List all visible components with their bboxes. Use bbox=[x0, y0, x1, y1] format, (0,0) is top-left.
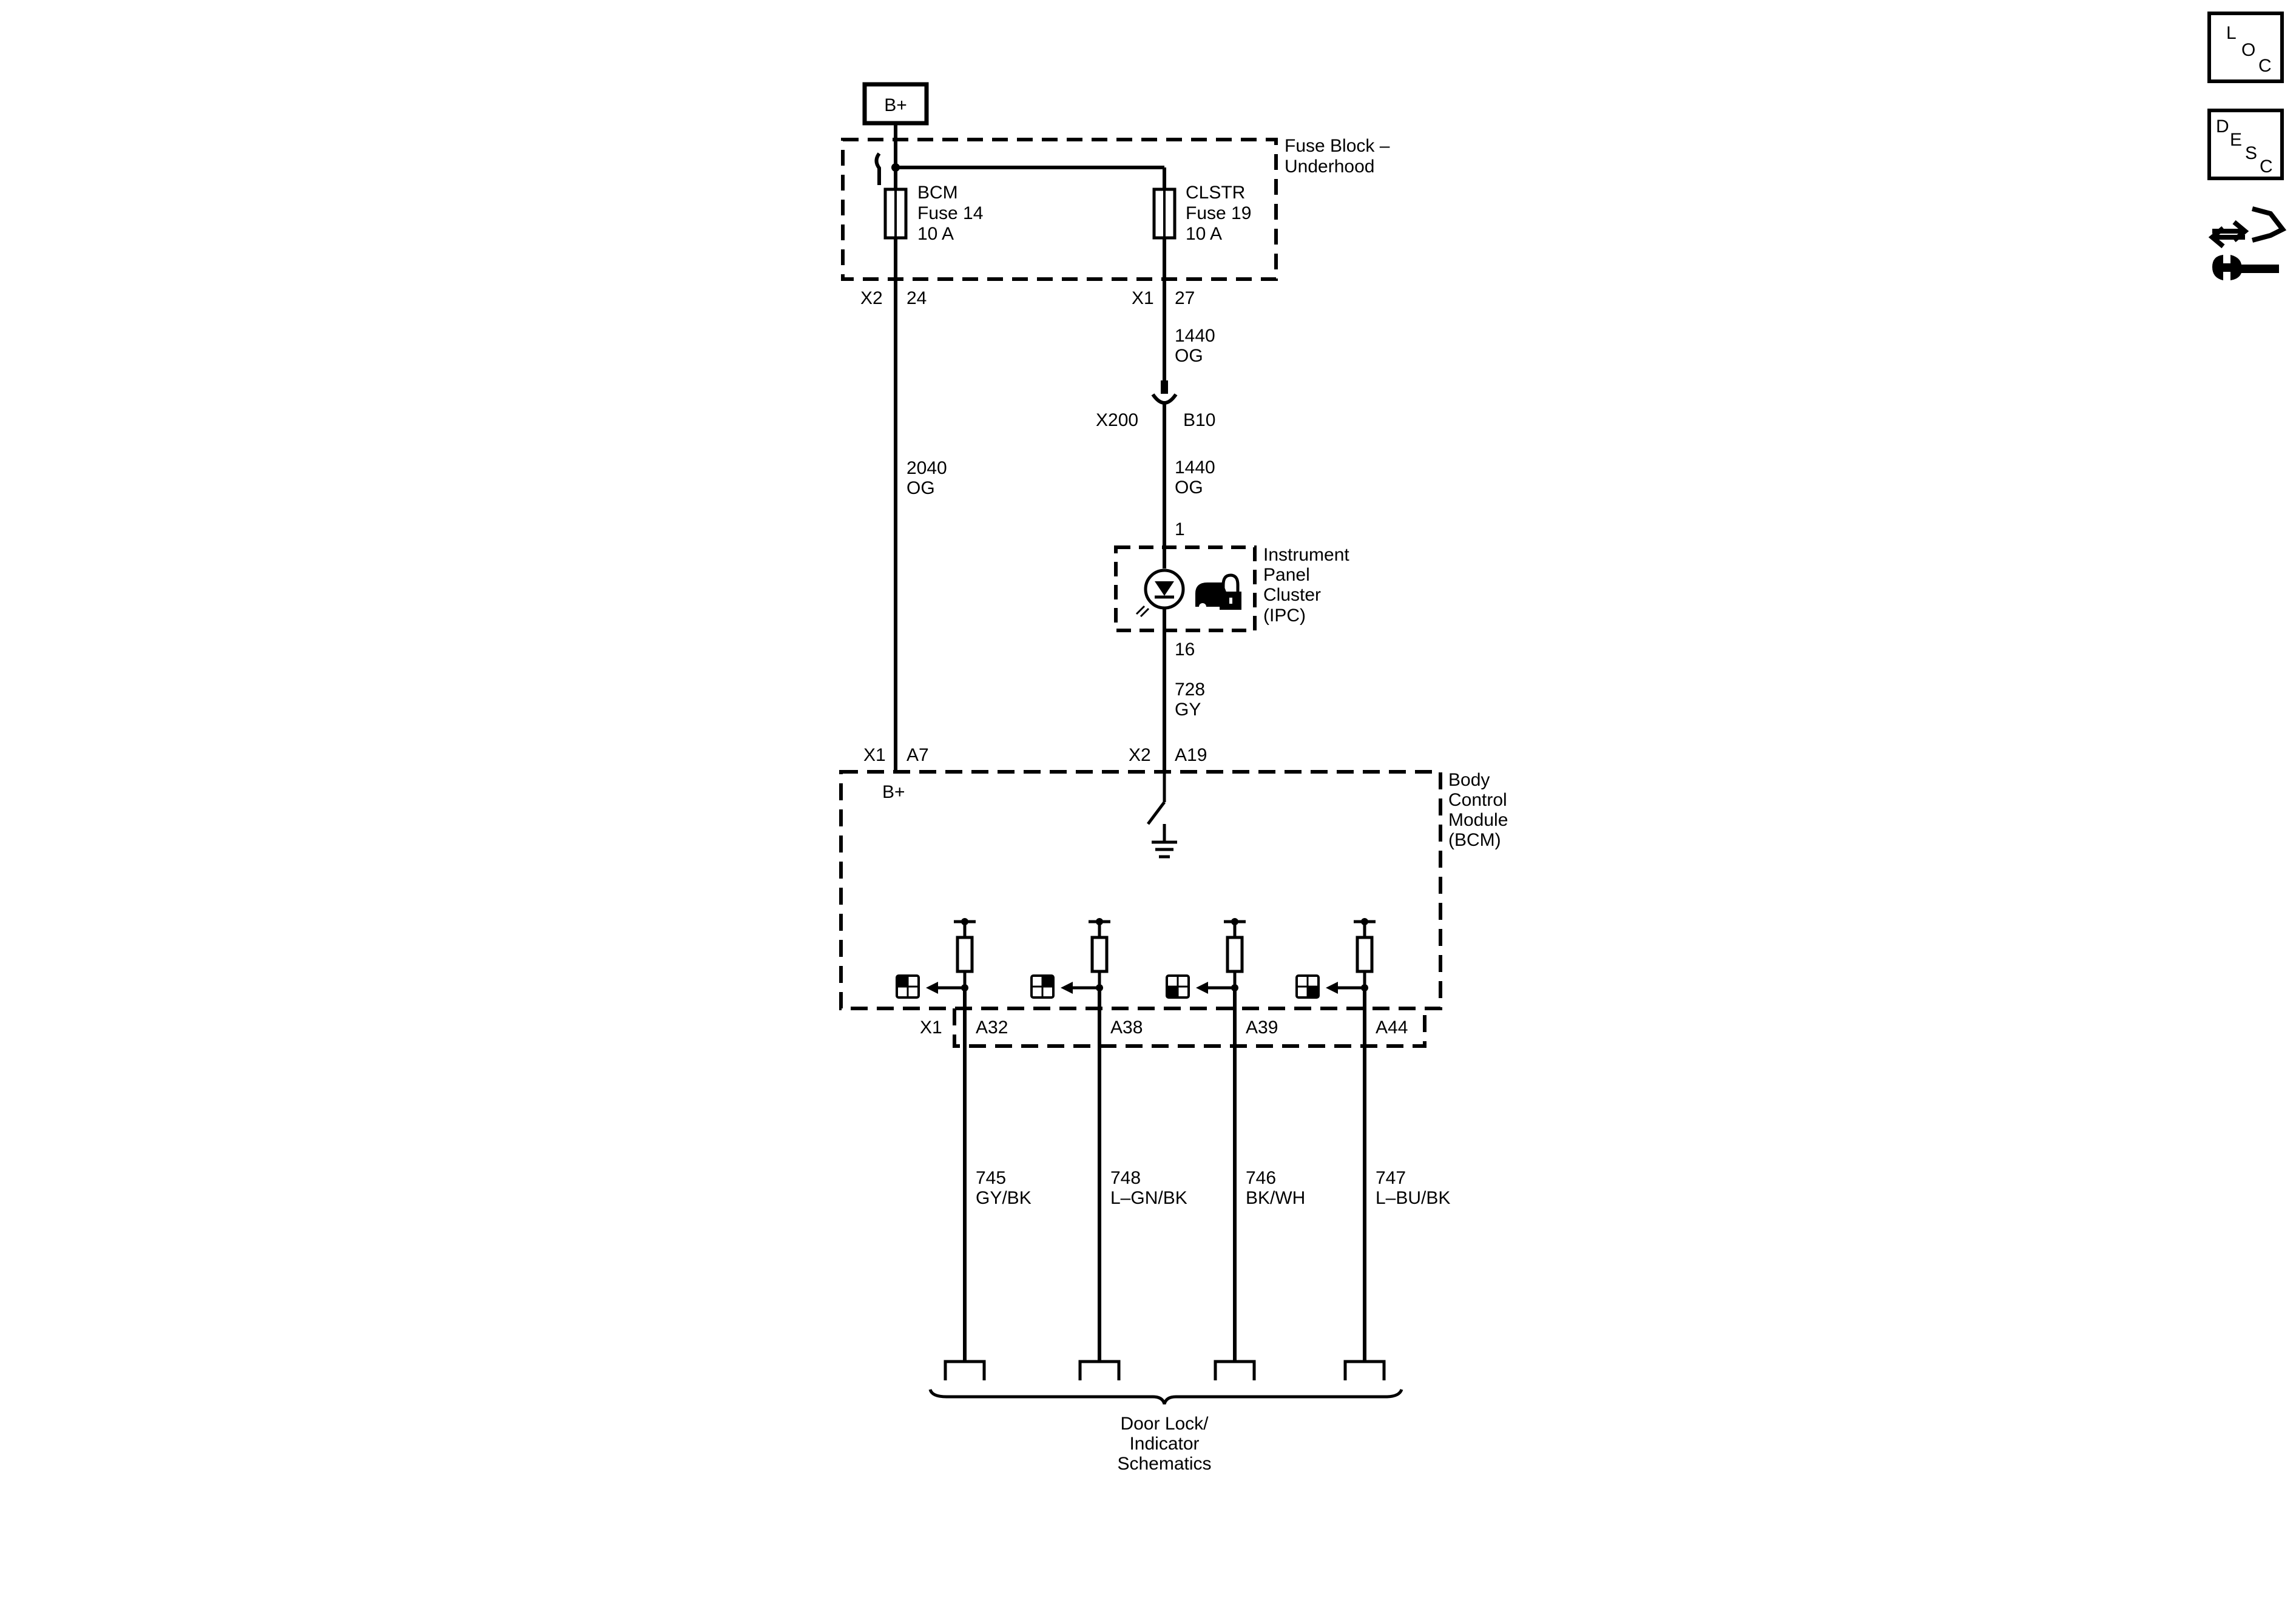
instrument-panel-cluster: Instrument Panel Cluster (IPC) bbox=[1114, 545, 1349, 632]
fuse-clstr-rating: 10 A bbox=[1186, 224, 1222, 244]
loc-letter-l: L bbox=[2226, 23, 2237, 43]
fuse-bcm-number: Fuse 14 bbox=[917, 203, 983, 223]
location-button[interactable]: L O C bbox=[2207, 12, 2284, 83]
bcm-bplus-pin: A7 bbox=[907, 745, 929, 765]
bcm-switch-to-ground bbox=[1147, 772, 1166, 842]
diagnostic-connector-wrench-icon[interactable] bbox=[2208, 206, 2287, 280]
wire-1440-lower-circuit: 1440 bbox=[1175, 457, 1215, 478]
fuse-clstr-number: Fuse 19 bbox=[1186, 203, 1251, 223]
fuse-clstr-pin: 27 bbox=[1175, 288, 1195, 308]
terminal-connector bbox=[1078, 1360, 1121, 1380]
module-state-icon bbox=[896, 974, 920, 999]
desc-letter-d: D bbox=[2216, 116, 2229, 137]
destination-bracket: Door Lock/ Indicator Schematics bbox=[928, 1388, 1403, 1474]
output-circuit-label: 745 bbox=[976, 1168, 1006, 1188]
wire-2040-color: OG bbox=[907, 478, 935, 498]
output-pin-label: A32 bbox=[976, 1018, 1008, 1038]
bcm-switch-pin: A19 bbox=[1175, 745, 1207, 765]
destination-line-3: Schematics bbox=[1117, 1454, 1211, 1474]
output-pin-label: A38 bbox=[1110, 1018, 1143, 1038]
desc-letter-s: S bbox=[2245, 143, 2257, 163]
ipc-pin-in: 1 bbox=[1175, 519, 1185, 539]
led-indicator-icon bbox=[1135, 569, 1185, 618]
output-pin-label: A44 bbox=[1376, 1018, 1408, 1038]
output-color-label: BK/WH bbox=[1246, 1188, 1305, 1208]
module-state-icon bbox=[1030, 974, 1055, 999]
wire-1440-upper-color: OG bbox=[1175, 346, 1203, 366]
inline-connector-x200: X200 B10 bbox=[1096, 380, 1215, 430]
bcm-name-2: Control bbox=[1448, 790, 1507, 810]
x200-name: X200 bbox=[1096, 410, 1138, 430]
module-state-icon bbox=[1166, 974, 1190, 999]
bcm-name-3: Module bbox=[1448, 810, 1508, 830]
fuse-clstr-name: CLSTR bbox=[1186, 183, 1245, 203]
body-control-module: Body Control Module (BCM) B+ bbox=[839, 770, 1508, 1048]
ipc-pin-out: 16 bbox=[1175, 640, 1195, 660]
power-source-label: B+ bbox=[884, 95, 907, 115]
bcm-switch-connector: X2 bbox=[1129, 745, 1151, 765]
bcm-bplus-label: B+ bbox=[882, 782, 905, 802]
output-circuit-label: 747 bbox=[1376, 1168, 1406, 1188]
output-color-label: L–BU/BK bbox=[1376, 1188, 1450, 1208]
wire-2040-circuit: 2040 bbox=[907, 458, 947, 478]
wire-728-color: GY bbox=[1175, 700, 1201, 720]
terminal-connector bbox=[1343, 1360, 1386, 1380]
loc-letter-c: C bbox=[2258, 56, 2272, 76]
fuse-bcm: BCM Fuse 14 10 A bbox=[883, 183, 983, 244]
desc-letter-e: E bbox=[2230, 130, 2242, 150]
ipc-name-2: Panel bbox=[1263, 565, 1310, 585]
fuse-bcm-connector: X2 bbox=[860, 288, 883, 308]
bcm-output-connector: X1 bbox=[920, 1018, 942, 1038]
battery-power-source: B+ bbox=[862, 82, 929, 126]
fuse-bcm-rating: 10 A bbox=[917, 224, 954, 244]
wire-1440-lower-color: OG bbox=[1175, 478, 1203, 498]
output-circuit-label: 746 bbox=[1246, 1168, 1276, 1188]
fuse-block-name-2: Underhood bbox=[1285, 157, 1374, 177]
x200-pin: B10 bbox=[1183, 410, 1215, 430]
splice-dot bbox=[891, 163, 900, 172]
ground-icon bbox=[1152, 832, 1177, 859]
loc-letter-o: O bbox=[2241, 40, 2255, 60]
module-state-icon bbox=[1295, 974, 1320, 999]
output-color-label: GY/BK bbox=[976, 1188, 1032, 1208]
fuse-clstr: CLSTR Fuse 19 10 A bbox=[1152, 183, 1251, 244]
description-button[interactable]: D E S C bbox=[2207, 109, 2284, 180]
fuse-bcm-name: BCM bbox=[917, 183, 958, 203]
terminal-connector bbox=[944, 1360, 986, 1380]
fuse-bcm-pin: 24 bbox=[907, 288, 927, 308]
ipc-name-1: Instrument bbox=[1263, 545, 1349, 565]
fuse-block-name-1: Fuse Block – bbox=[1285, 136, 1390, 156]
output-pin-label: A39 bbox=[1246, 1018, 1278, 1038]
wire-1440-upper-circuit: 1440 bbox=[1175, 326, 1215, 346]
wire-728-circuit: 728 bbox=[1175, 680, 1205, 700]
door-lock-indicator-icon bbox=[1195, 573, 1241, 610]
destination-line-1: Door Lock/ bbox=[1120, 1414, 1209, 1434]
ipc-name-4: (IPC) bbox=[1263, 606, 1306, 626]
bcm-name-1: Body bbox=[1448, 770, 1490, 790]
destination-line-2: Indicator bbox=[1129, 1434, 1199, 1454]
output-circuit-label: 748 bbox=[1110, 1168, 1141, 1188]
terminal-connector bbox=[1214, 1360, 1256, 1380]
fuse-block: Fuse Block – Underhood bbox=[841, 136, 1390, 281]
bcm-bplus-connector: X1 bbox=[863, 745, 886, 765]
desc-letter-c: C bbox=[2260, 157, 2273, 177]
fuse-clstr-connector: X1 bbox=[1132, 288, 1154, 308]
bcm-name-4: (BCM) bbox=[1448, 830, 1501, 850]
ipc-name-3: Cluster bbox=[1263, 585, 1321, 605]
output-color-label: L–GN/BK bbox=[1110, 1188, 1187, 1208]
feed-wiring bbox=[874, 123, 1166, 189]
